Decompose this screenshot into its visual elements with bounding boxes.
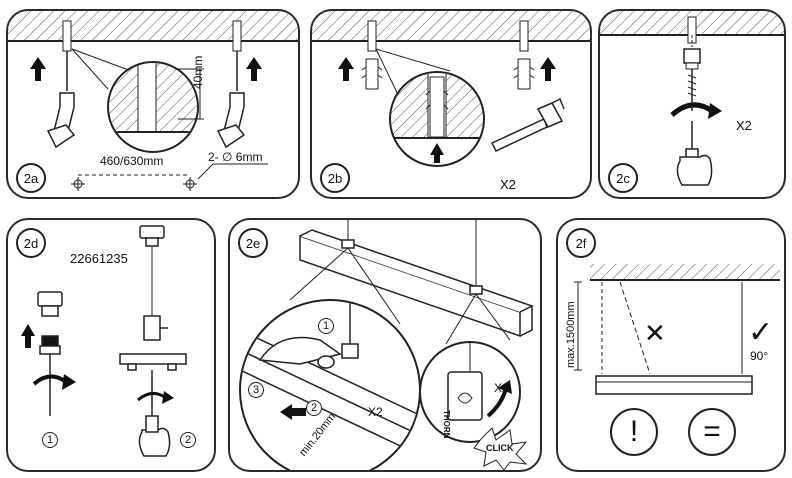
max-height-label: max.1500mm bbox=[565, 301, 577, 368]
luminaire-body bbox=[595, 375, 753, 395]
quantity-right-label: X2 bbox=[494, 381, 509, 395]
magnifier-icon bbox=[419, 341, 521, 443]
part-number-label: 22661235 bbox=[70, 251, 128, 266]
right-icon: ✓ bbox=[748, 316, 774, 349]
arrow-up-icon bbox=[540, 57, 556, 81]
panel-2f: 2f max.1500mm ✕ ✓ 90° ! = bbox=[556, 218, 786, 472]
quantity-left-label: X2 bbox=[368, 405, 383, 419]
panel-2a: 2a 460/630mm 2- ∅ 6mm 40mm bbox=[6, 9, 300, 199]
distance-label: 460/630mm bbox=[100, 154, 164, 168]
arrow-up-icon bbox=[246, 57, 262, 81]
sub-step-1: 1 bbox=[42, 432, 58, 448]
hole-diameter-label: 2- ∅ 6mm bbox=[208, 150, 263, 164]
step-label: 2b bbox=[320, 163, 350, 193]
quantity-label: X2 bbox=[736, 118, 752, 133]
screwdriver-hand-icon bbox=[676, 121, 713, 186]
depth-label: 40mm bbox=[191, 55, 205, 89]
luminaire-hang-illustration bbox=[239, 220, 534, 470]
arrow-up-icon bbox=[21, 324, 35, 348]
sub-step-2: 2 bbox=[180, 432, 196, 448]
hammer-icon bbox=[490, 97, 565, 152]
rotate-arrow-icon bbox=[486, 380, 512, 418]
panel-2d: 2d 22661235 1 2 bbox=[6, 218, 216, 472]
warning-icon: ! bbox=[610, 408, 658, 456]
step-label: 2a bbox=[16, 163, 46, 193]
cable-gripper-illustration bbox=[21, 225, 187, 457]
anchor-hammer-illustration bbox=[312, 11, 590, 167]
sub-step-1: 1 bbox=[318, 318, 334, 334]
panel-2e: 2e 1 2 3 X2 min.20mm X2 THORN CLICK bbox=[228, 218, 542, 472]
rotate-arrow-icon bbox=[670, 102, 722, 119]
panel-2b: 2b X2 bbox=[310, 9, 592, 199]
rotate-arrow-icon bbox=[137, 391, 174, 404]
arrow-up-icon bbox=[338, 57, 354, 81]
angle-label: 90° bbox=[750, 349, 769, 363]
suspension-check-illustration bbox=[574, 264, 780, 395]
panel-2c: 2c X2 bbox=[598, 9, 786, 199]
step-label: 2f bbox=[566, 228, 596, 258]
equal-icon: = bbox=[688, 408, 736, 456]
brand-label: THORN bbox=[442, 410, 451, 439]
drill-icon bbox=[46, 51, 76, 149]
screw-ceiling-illustration bbox=[600, 11, 784, 186]
drill-icon bbox=[216, 51, 246, 149]
step-label: 2d bbox=[16, 228, 46, 258]
ceiling-drill-illustration bbox=[8, 11, 298, 191]
step-label: 2c bbox=[608, 163, 638, 193]
click-burst-icon bbox=[473, 427, 528, 470]
pliers-icon bbox=[258, 336, 342, 369]
magnifier-icon bbox=[389, 71, 485, 167]
arrow-left-icon bbox=[280, 404, 306, 420]
step-label: 2e bbox=[238, 228, 268, 258]
quantity-label: X2 bbox=[500, 177, 516, 192]
magnifier-icon bbox=[239, 299, 421, 470]
rotate-arrow-icon bbox=[32, 374, 76, 390]
sub-step-2: 2 bbox=[306, 400, 322, 416]
wrong-icon: ✕ bbox=[644, 318, 666, 348]
sub-step-3: 3 bbox=[248, 382, 264, 398]
ceiling-hatch bbox=[8, 11, 298, 41]
click-label: CLICK bbox=[486, 443, 514, 453]
magnifier-icon bbox=[107, 61, 199, 153]
arrow-up-icon bbox=[30, 57, 46, 81]
